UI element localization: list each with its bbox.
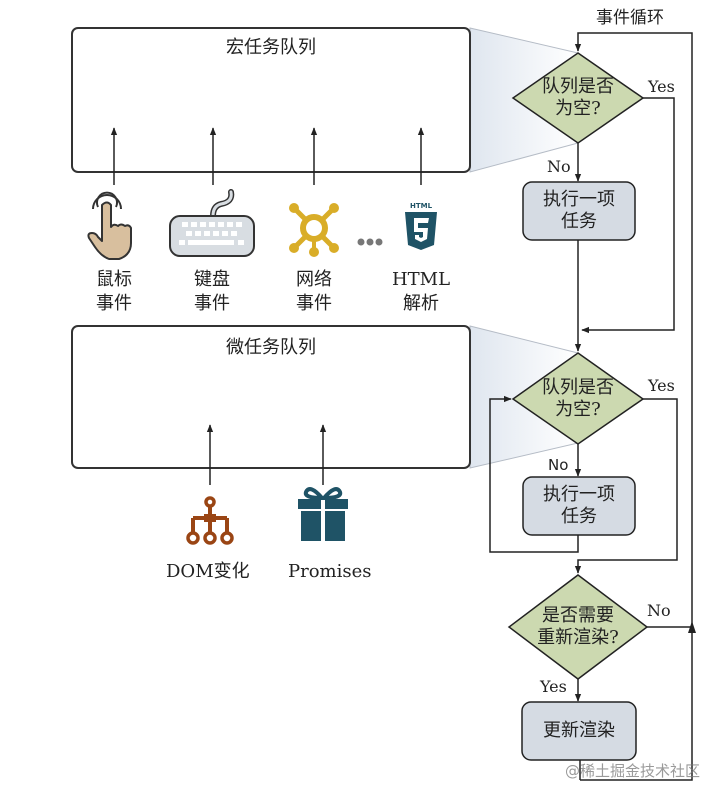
html-parse-label: HTML 解析	[381, 268, 461, 316]
render-check-line2: 重新渲染?	[537, 627, 619, 648]
outer-loop-line	[574, 32, 693, 781]
gift-icon	[298, 487, 348, 541]
macro-check-line1: 队列是否	[542, 76, 614, 97]
macro-yes-line	[581, 97, 675, 334]
microtask-queue-title: 微任务队列	[226, 337, 316, 358]
macrotask-queue-box	[71, 27, 471, 173]
svg-text:HTML: HTML	[410, 202, 433, 210]
micro-task-line2: 任务	[561, 506, 597, 527]
mouse-label-line2: 事件	[96, 293, 132, 314]
micro-loop-back-line	[489, 395, 579, 553]
mouse-event-label: 鼠标 事件	[74, 268, 154, 316]
microtask-queue-box	[71, 325, 471, 469]
macro-check-line2: 为空?	[555, 98, 601, 119]
render-box	[521, 701, 637, 761]
render-no-label: No	[647, 601, 671, 620]
macro-check-text: 队列是否 为空?	[528, 76, 628, 120]
dom-change-label: DOM变化	[166, 561, 250, 582]
ellipsis-icon	[357, 238, 383, 246]
network-event-label: 网络 事件	[274, 268, 354, 316]
keyboard-label-line1: 键盘	[194, 269, 230, 290]
render-text: 更新渲染	[543, 720, 615, 741]
event-loop-title: 事件循环	[596, 8, 664, 28]
macro-task-line1: 执行一项	[543, 189, 615, 210]
dom-tree-icon	[186, 496, 234, 545]
micro-check-text: 队列是否 为空?	[528, 377, 628, 421]
html5-icon: HTML	[405, 202, 437, 250]
macro-task-box	[522, 181, 636, 241]
html-label-line2: 解析	[403, 293, 439, 314]
mouse-click-icon	[87, 191, 132, 260]
render-yes-label: Yes	[540, 677, 567, 696]
micro-task-text: 执行一项 任务	[523, 484, 635, 528]
keyboard-event-label: 键盘 事件	[172, 268, 252, 316]
micro-yes-label: Yes	[648, 376, 675, 395]
macro-yes-label: Yes	[648, 77, 675, 96]
render-check-line1: 是否需要	[542, 605, 614, 626]
macro-no-label: No	[547, 157, 571, 176]
render-no-arrowhead	[688, 621, 696, 633]
micro-task-box	[522, 476, 636, 536]
macrotask-queue-title: 宏任务队列	[226, 37, 316, 58]
network-icon	[289, 203, 339, 257]
network-label-line1: 网络	[296, 269, 332, 290]
promises-label: Promises	[288, 561, 372, 582]
micro-yes-line	[574, 398, 678, 574]
micro-check-line1: 队列是否	[542, 377, 614, 398]
keyboard-label-line2: 事件	[194, 293, 230, 314]
micro-task-line1: 执行一项	[543, 484, 615, 505]
macro-task-text: 执行一项 任务	[523, 189, 635, 233]
html-label-line1: HTML	[391, 269, 451, 290]
micro-check-line2: 为空?	[555, 399, 601, 420]
macro-task-line2: 任务	[561, 211, 597, 232]
watermark: @稀土掘金技术社区	[565, 762, 701, 780]
render-check-text: 是否需要 重新渲染?	[523, 605, 633, 649]
network-label-line2: 事件	[296, 293, 332, 314]
mouse-label-line1: 鼠标	[96, 269, 132, 290]
keyboard-icon	[169, 189, 255, 257]
micro-no-label: No	[548, 456, 569, 474]
